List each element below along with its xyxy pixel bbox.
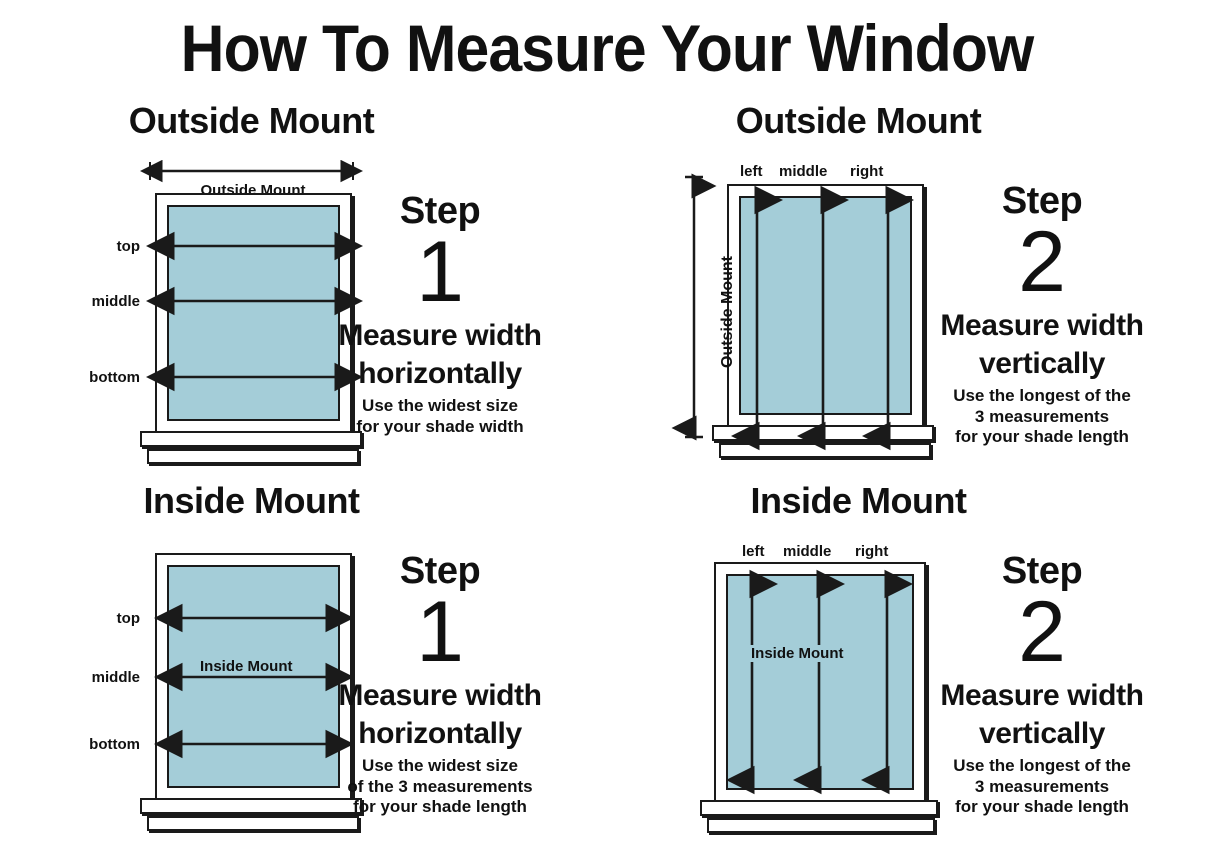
- row-label-middle: middle: [91, 293, 140, 310]
- step-instruction-block: Step 1 Measure width horizontally Use th…: [320, 192, 560, 437]
- step-sub-line-1: Use the widest size: [362, 396, 518, 416]
- page-title: How To Measure Your Window: [180, 11, 1035, 85]
- step-sub-line-2: 3 measurements: [974, 406, 1110, 426]
- width-measure-arrows: [146, 231, 363, 392]
- panel-heading: Inside Mount: [750, 480, 967, 521]
- step-main-line-1: Measure width: [338, 318, 542, 352]
- step-sub-line-2: of the 3 measurements: [347, 776, 533, 796]
- panel-outside-mount-step2: Outside Mount left middle right: [607, 100, 1214, 480]
- row-label-bottom: bottom: [89, 736, 140, 753]
- step-word: Step: [1001, 550, 1083, 592]
- step-sub-line-2: 3 measurements: [974, 776, 1110, 796]
- step-number: 2: [1018, 214, 1066, 310]
- step-sub-line-1: Use the widest size: [362, 756, 518, 776]
- window-sill-lower: [147, 449, 359, 464]
- step-word: Step: [399, 190, 481, 232]
- inline-dimension-caption: Inside Mount: [749, 645, 846, 662]
- step-instruction-block: Step 2 Measure width vertically Use the …: [922, 182, 1162, 447]
- inline-dimension-caption: Inside Mount: [198, 658, 295, 675]
- column-label-left: left: [740, 163, 763, 180]
- step-sub-line-1: Use the longest of the: [953, 386, 1131, 406]
- step-main-line-2: vertically: [978, 347, 1106, 381]
- column-label-left: left: [742, 543, 765, 560]
- step-instruction-block: Step 2 Measure width vertically Use the …: [922, 552, 1162, 817]
- panel-outside-mount-step1: Outside Mount Outside Mount: [0, 100, 607, 480]
- row-label-top: top: [116, 610, 140, 627]
- step-number: 1: [416, 224, 464, 320]
- window-sill-upper: [140, 431, 362, 447]
- step-sub-line-2: for your shade width: [356, 416, 524, 436]
- panel-heading: Outside Mount: [128, 100, 375, 141]
- step-word: Step: [1001, 180, 1083, 222]
- step-sub-line-3: for your shade length: [955, 426, 1129, 446]
- step-main-line-1: Measure width: [940, 678, 1144, 712]
- window-sill-upper: [140, 798, 362, 814]
- step-number: 1: [416, 584, 464, 680]
- column-label-middle: middle: [779, 163, 828, 180]
- step-instruction-block: Step 1 Measure width horizontally Use th…: [320, 552, 560, 817]
- step-main-line-2: vertically: [978, 717, 1106, 751]
- row-label-bottom: bottom: [89, 369, 140, 386]
- step-main-line-2: horizontally: [358, 717, 522, 751]
- width-measure-arrows: [154, 603, 354, 759]
- length-measure-arrows: [731, 185, 914, 451]
- step-word: Step: [399, 550, 481, 592]
- window-sill-upper: [700, 800, 938, 816]
- column-label-right: right: [855, 543, 889, 560]
- row-label-middle: middle: [91, 669, 140, 686]
- step-main-line-2: horizontally: [358, 357, 522, 391]
- step-main-line-1: Measure width: [940, 308, 1144, 342]
- step-sub-line-3: for your shade length: [353, 796, 527, 816]
- window-sill-lower: [707, 818, 935, 833]
- column-label-middle: middle: [783, 543, 832, 560]
- window-sill-lower: [147, 816, 359, 831]
- panel-heading: Inside Mount: [143, 480, 360, 521]
- step-main-line-1: Measure width: [338, 678, 542, 712]
- outside-width-dimension-arrow: [140, 159, 363, 183]
- step-sub-line-3: for your shade length: [955, 796, 1129, 816]
- row-label-top: top: [116, 238, 140, 255]
- length-measure-arrows: [726, 569, 913, 795]
- panel-heading: Outside Mount: [735, 100, 982, 141]
- panel-inside-mount-step2: Inside Mount left middle right: [607, 480, 1214, 860]
- step-sub-line-1: Use the longest of the: [953, 756, 1131, 776]
- step-number: 2: [1018, 584, 1066, 680]
- column-label-right: right: [850, 163, 884, 180]
- panel-inside-mount-step1: Inside Mount Inside Mount t: [0, 480, 607, 860]
- outside-length-dimension-arrow: [671, 173, 717, 441]
